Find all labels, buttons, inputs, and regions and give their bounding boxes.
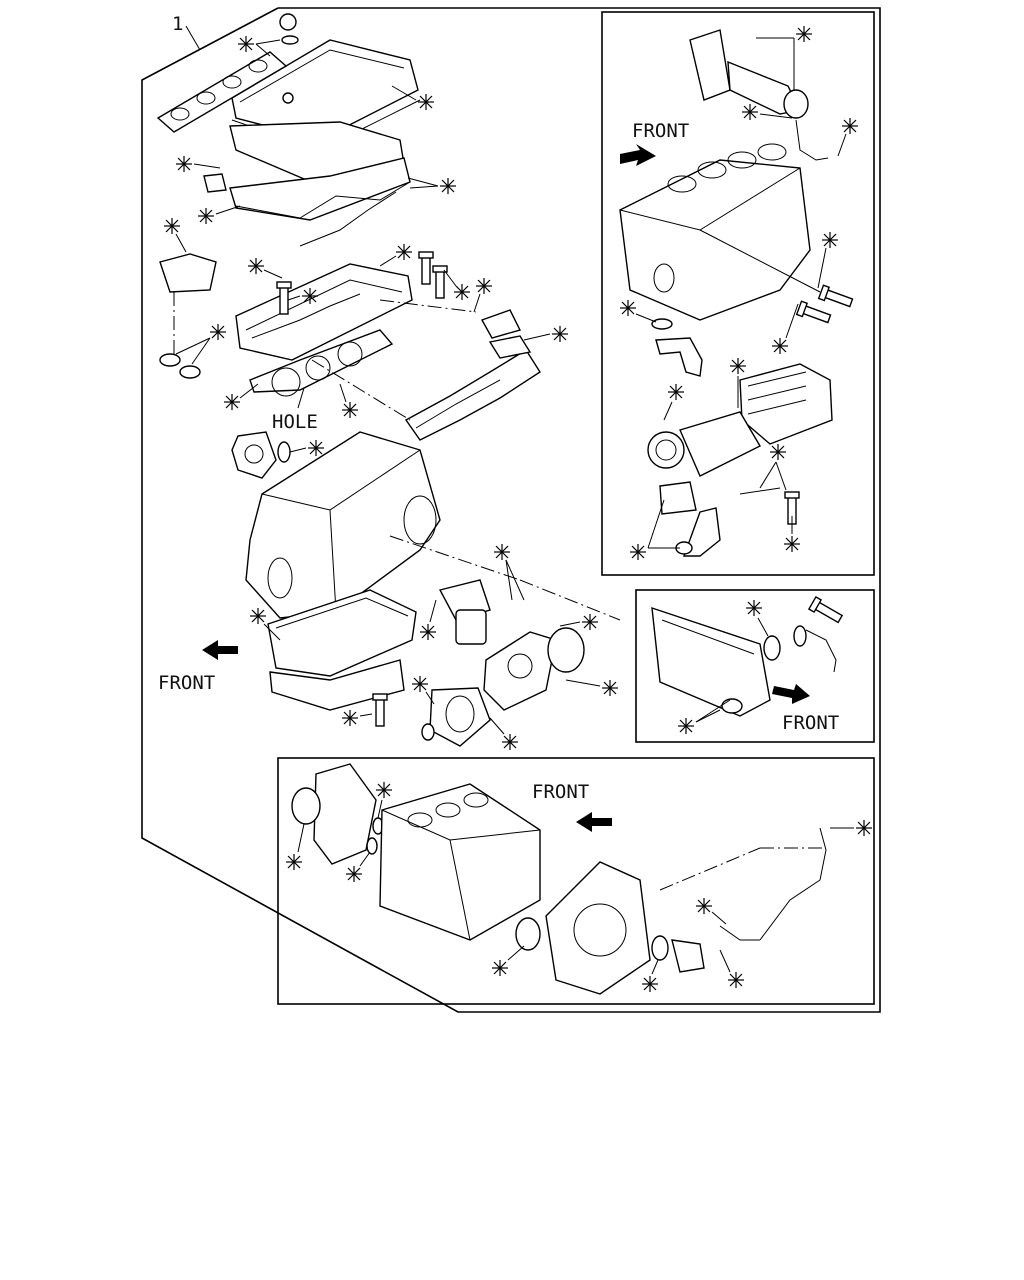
arrow-icon: [620, 144, 656, 166]
asterisk-icon: [771, 337, 789, 355]
inset-turbocharger: [647, 363, 833, 557]
asterisk-icon: [249, 607, 267, 625]
inset-box-cylinder-block-turbo: [601, 11, 875, 576]
asterisk-icon: [727, 971, 745, 989]
front-label-manifold-inset: FRONT: [782, 712, 839, 734]
asterisk-icon: [491, 959, 509, 977]
asterisk-icon: [237, 35, 255, 53]
front-indicator-manifold-inset: FRONT: [772, 684, 839, 734]
asterisk-icon: [601, 679, 619, 697]
asterisk-icon: [341, 401, 359, 419]
asterisk-icon: [175, 155, 193, 173]
cylinder-head-group: [159, 173, 448, 397]
asterisk-icon: [629, 543, 647, 561]
asterisk-icon: [411, 675, 429, 693]
front-indicator-top-inset: FRONT: [620, 120, 689, 166]
oil-pan-group: [267, 589, 417, 727]
asterisk-icon: [307, 439, 325, 457]
asterisk-icon: [223, 393, 241, 411]
inset-flywheel-housing: [291, 763, 827, 995]
asterisk-icon: [667, 383, 685, 401]
asterisk-icon: [439, 177, 457, 195]
asterisk-icon: [375, 781, 393, 799]
inset-box-manifold: [635, 589, 875, 743]
asterisk-markers: [163, 25, 873, 993]
asterisk-icon: [163, 217, 181, 235]
front-label-bottom-inset: FRONT: [532, 781, 589, 803]
arrow-icon: [576, 812, 612, 832]
asterisk-icon: [209, 323, 227, 341]
hole-label: HOLE: [272, 411, 318, 433]
front-label-main: FRONT: [158, 672, 215, 694]
egr-valve-group: [231, 431, 291, 479]
asterisk-icon: [581, 613, 599, 631]
asterisk-icon: [345, 865, 363, 883]
asterisk-icon: [795, 25, 813, 43]
asterisk-icon: [841, 117, 859, 135]
kit-outline-frame: [141, 7, 881, 1013]
arrow-icon: [772, 684, 810, 704]
inset-box-flywheel-housing: [277, 757, 875, 1005]
front-indicator-bottom-inset: FRONT: [532, 781, 612, 832]
asterisk-icon: [821, 231, 839, 249]
asterisk-icon: [341, 709, 359, 727]
front-label-top-inset: FRONT: [632, 120, 689, 142]
asterisk-icon: [855, 819, 873, 837]
asterisk-icon: [729, 357, 747, 375]
asterisk-icon: [619, 299, 637, 317]
asterisk-icon: [395, 243, 413, 261]
asterisk-icon: [475, 277, 493, 295]
asterisk-icon: [197, 207, 215, 225]
asterisk-icon: [501, 733, 519, 751]
asterisk-icon: [417, 93, 435, 111]
asterisk-icon: [285, 853, 303, 871]
asterisk-icon: [769, 443, 787, 461]
arrow-icon: [202, 640, 238, 660]
asterisk-icon: [247, 257, 265, 275]
asterisk-icon: [677, 717, 695, 735]
asterisk-icon: [419, 623, 437, 641]
asterisk-icon: [493, 543, 511, 561]
asterisk-icon: [453, 283, 471, 301]
asterisk-icon: [641, 975, 659, 993]
asterisk-icon: [695, 897, 713, 915]
asterisk-icon: [301, 287, 319, 305]
oil-filter-group: [389, 535, 621, 747]
asterisk-icon: [741, 103, 759, 121]
head-cover-group: [156, 13, 421, 221]
asterisk-icon: [551, 325, 569, 343]
inset-manifold: [651, 596, 845, 717]
engine-block-group: [245, 431, 441, 619]
front-indicator-main: FRONT: [158, 640, 238, 694]
inset-cylinder-block: [619, 29, 855, 377]
exhaust-manifold-group: [311, 299, 541, 441]
asterisk-icon: [745, 599, 763, 617]
asterisk-icon: [783, 535, 801, 553]
callout-number-label: 1: [172, 13, 183, 35]
